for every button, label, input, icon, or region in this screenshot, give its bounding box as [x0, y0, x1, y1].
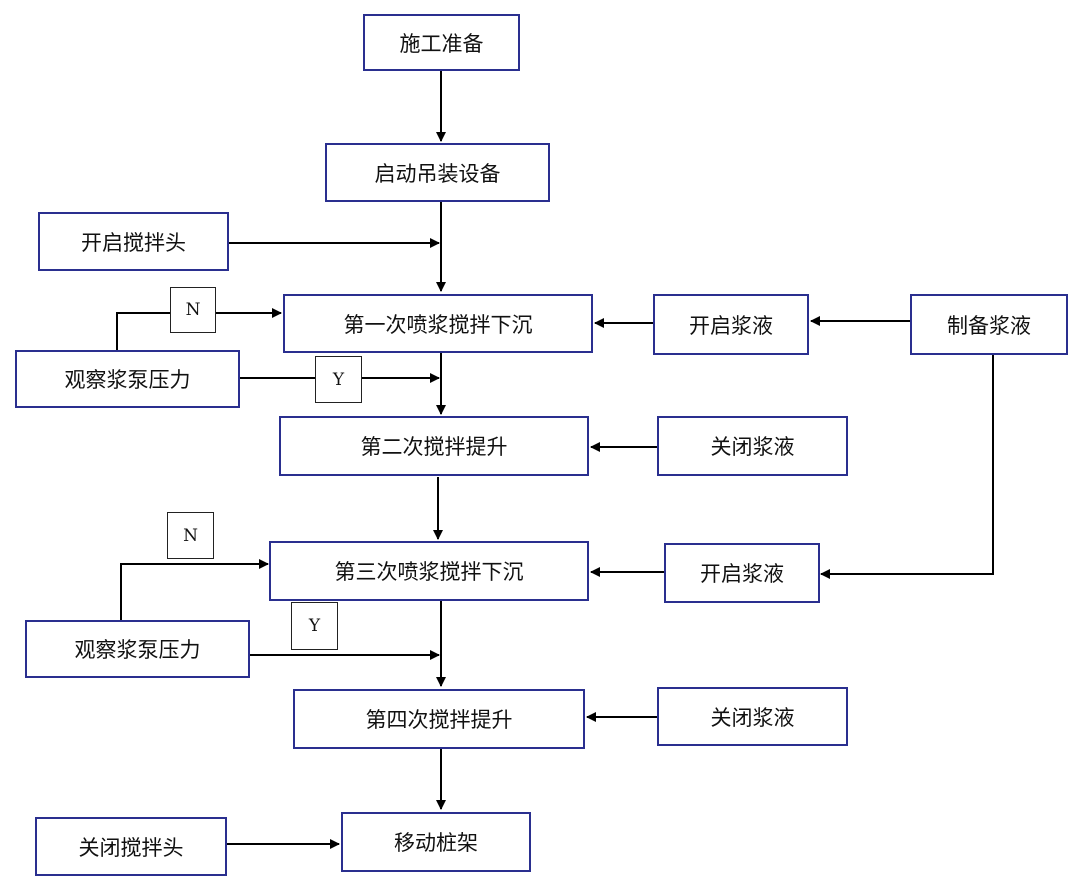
- decision-yes-2: Y: [291, 602, 338, 650]
- node-observe-pressure-1: 观察浆泵压力: [15, 350, 240, 408]
- arrow-prepare-slurry-to-open-2: [820, 355, 994, 579]
- node-label: 第一次喷浆搅拌下沉: [343, 312, 533, 337]
- node-label: 关闭浆液: [710, 435, 795, 459]
- node-label: 启动吊装设备: [374, 161, 501, 186]
- node-first-spray-sink: 第一次喷浆搅拌下沉: [283, 294, 593, 353]
- node-open-slurry-1: 开启浆液: [653, 294, 809, 355]
- node-label: 第三次喷浆搅拌下沉: [334, 560, 524, 584]
- node-open-slurry-2: 开启浆液: [664, 543, 820, 603]
- node-label: 开启浆液: [689, 313, 773, 338]
- node-move-pile-frame: 移动桩架: [341, 812, 531, 872]
- node-open-mixer-head: 开启搅拌头: [38, 212, 229, 271]
- node-start-prep: 施工准备: [363, 14, 520, 71]
- node-fourth-mix-lift: 第四次搅拌提升: [293, 689, 585, 749]
- node-label: 开启搅拌头: [81, 230, 186, 255]
- decision-no-2: N: [167, 512, 214, 559]
- node-label: 观察浆泵压力: [64, 368, 191, 392]
- node-label: 开启浆液: [700, 562, 784, 586]
- node-second-mix-lift: 第二次搅拌提升: [279, 416, 589, 476]
- node-label: 制备浆液: [947, 313, 1031, 338]
- node-label: 第二次搅拌提升: [360, 435, 508, 459]
- decision-label: Y: [332, 369, 345, 390]
- decision-label: N: [183, 525, 198, 546]
- arrow-no-loop-1: [116, 308, 282, 350]
- node-label: 观察浆泵压力: [74, 638, 201, 662]
- decision-no-1: N: [170, 287, 216, 333]
- node-label: 施工准备: [399, 31, 484, 56]
- node-label: 移动桩架: [394, 831, 478, 855]
- node-close-slurry-2: 关闭浆液: [657, 687, 848, 746]
- node-close-mixer-head: 关闭搅拌头: [35, 817, 227, 876]
- arrow-no-loop-2: [120, 559, 269, 620]
- decision-label: Y: [308, 616, 321, 636]
- node-observe-pressure-2: 观察浆泵压力: [25, 620, 250, 678]
- node-start-lifting: 启动吊装设备: [325, 143, 550, 202]
- node-close-slurry-1: 关闭浆液: [657, 416, 848, 476]
- node-label: 第四次搅拌提升: [365, 708, 513, 732]
- node-prepare-slurry: 制备浆液: [910, 294, 1068, 355]
- decision-yes-1: Y: [315, 356, 362, 403]
- node-label: 关闭搅拌头: [78, 835, 184, 860]
- decision-label: N: [185, 300, 201, 320]
- node-label: 关闭浆液: [710, 705, 795, 730]
- node-third-spray-sink: 第三次喷浆搅拌下沉: [269, 541, 589, 601]
